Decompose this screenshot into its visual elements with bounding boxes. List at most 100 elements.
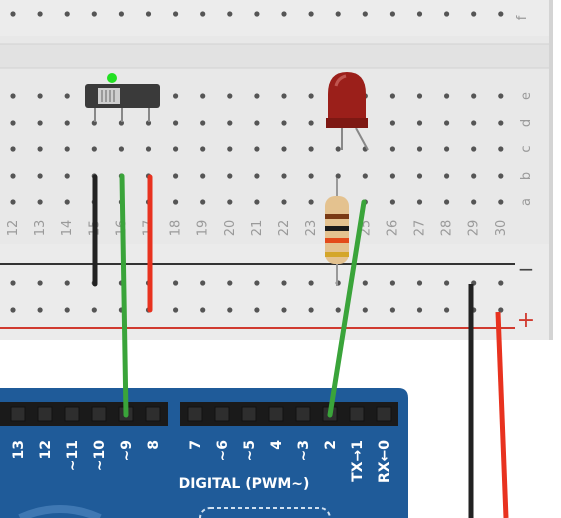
hole[interactable]: [444, 93, 450, 99]
hole[interactable]: [64, 93, 70, 99]
hole[interactable]: [308, 173, 314, 179]
hole[interactable]: [10, 93, 16, 99]
hole[interactable]: [444, 199, 450, 205]
header-pin[interactable]: [214, 406, 230, 422]
hole[interactable]: [173, 199, 179, 205]
hole[interactable]: [444, 307, 450, 313]
hole[interactable]: [362, 173, 368, 179]
hole[interactable]: [10, 11, 16, 17]
hole[interactable]: [471, 146, 477, 152]
hole[interactable]: [281, 93, 287, 99]
hole[interactable]: [145, 11, 152, 17]
hole[interactable]: [389, 307, 395, 313]
header-pin[interactable]: [10, 406, 26, 422]
hole[interactable]: [91, 146, 97, 152]
hole[interactable]: [498, 199, 504, 205]
hole[interactable]: [10, 199, 16, 205]
hole[interactable]: [37, 146, 43, 152]
header-pin[interactable]: [37, 406, 53, 422]
hole[interactable]: [498, 146, 504, 152]
hole[interactable]: [308, 120, 314, 126]
hole[interactable]: [200, 11, 206, 17]
hole[interactable]: [118, 146, 124, 152]
hole[interactable]: [37, 11, 43, 17]
hole[interactable]: [444, 173, 450, 179]
hole[interactable]: [118, 11, 124, 17]
hole[interactable]: [389, 199, 395, 205]
hole[interactable]: [308, 307, 314, 313]
hole[interactable]: [254, 93, 260, 99]
header-pin[interactable]: [241, 406, 257, 422]
hole[interactable]: [227, 146, 233, 152]
hole[interactable]: [227, 120, 233, 126]
hole[interactable]: [37, 199, 43, 205]
hole[interactable]: [335, 307, 341, 313]
header-pin[interactable]: [376, 406, 392, 422]
hole[interactable]: [471, 93, 477, 99]
hole[interactable]: [416, 280, 423, 286]
hole[interactable]: [200, 280, 206, 286]
header-pin[interactable]: [268, 406, 284, 422]
hole[interactable]: [498, 120, 504, 126]
hole[interactable]: [10, 173, 16, 179]
hole[interactable]: [308, 199, 314, 205]
hole[interactable]: [281, 11, 287, 17]
hole[interactable]: [281, 120, 287, 126]
hole[interactable]: [254, 199, 260, 205]
hole[interactable]: [389, 146, 395, 152]
hole[interactable]: [64, 11, 70, 17]
hole[interactable]: [444, 280, 450, 286]
hole[interactable]: [281, 173, 287, 179]
hole[interactable]: [200, 173, 206, 179]
hole[interactable]: [254, 280, 260, 286]
hole[interactable]: [416, 146, 423, 152]
hole[interactable]: [37, 307, 43, 313]
hole[interactable]: [362, 307, 368, 313]
hole[interactable]: [281, 280, 287, 286]
hole[interactable]: [498, 307, 504, 313]
hole[interactable]: [173, 11, 179, 17]
hole[interactable]: [173, 307, 179, 313]
hole[interactable]: [173, 173, 179, 179]
hole[interactable]: [227, 93, 233, 99]
hole[interactable]: [227, 199, 233, 205]
header-pin[interactable]: [295, 406, 311, 422]
hole[interactable]: [64, 173, 70, 179]
header-pin[interactable]: [64, 406, 80, 422]
hole[interactable]: [254, 11, 260, 17]
hole[interactable]: [227, 173, 233, 179]
hole[interactable]: [308, 93, 314, 99]
hole[interactable]: [227, 307, 233, 313]
hole[interactable]: [416, 120, 423, 126]
hole[interactable]: [37, 120, 43, 126]
hole[interactable]: [37, 173, 43, 179]
hole[interactable]: [335, 11, 341, 17]
hole[interactable]: [200, 146, 206, 152]
hole[interactable]: [444, 146, 450, 152]
hole[interactable]: [362, 280, 368, 286]
header-pin[interactable]: [145, 406, 161, 422]
hole[interactable]: [64, 146, 70, 152]
hole[interactable]: [471, 173, 477, 179]
hole[interactable]: [416, 173, 423, 179]
hole[interactable]: [498, 280, 504, 286]
hole[interactable]: [173, 146, 179, 152]
hole[interactable]: [389, 173, 395, 179]
hole[interactable]: [254, 307, 260, 313]
hole[interactable]: [64, 120, 70, 126]
hole[interactable]: [389, 120, 395, 126]
hole[interactable]: [308, 280, 314, 286]
hole[interactable]: [37, 280, 43, 286]
hole[interactable]: [10, 120, 16, 126]
slide-switch[interactable]: [85, 73, 160, 122]
resistor[interactable]: [325, 178, 349, 286]
hole[interactable]: [335, 146, 341, 152]
hole[interactable]: [471, 11, 477, 17]
hole[interactable]: [416, 199, 423, 205]
hole[interactable]: [254, 146, 260, 152]
hole[interactable]: [64, 307, 70, 313]
hole[interactable]: [416, 93, 423, 99]
hole[interactable]: [10, 280, 16, 286]
hole[interactable]: [173, 93, 179, 99]
hole[interactable]: [281, 199, 287, 205]
